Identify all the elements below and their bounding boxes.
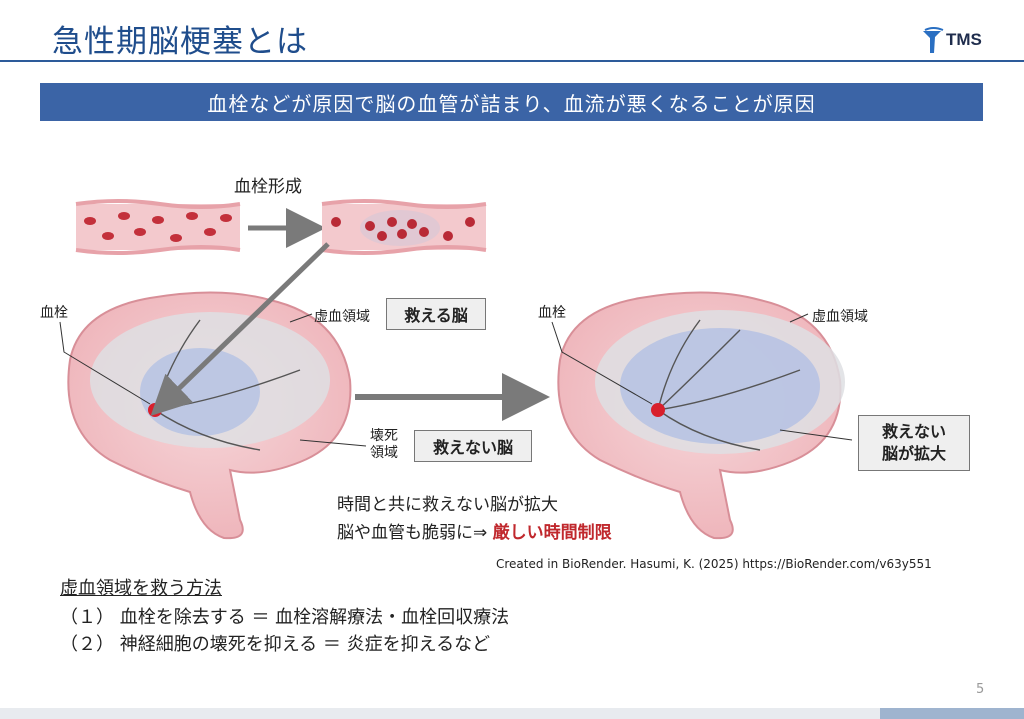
thrombus-label-left: 血栓 [40, 305, 68, 321]
methods-section: 虚血領域を救う方法 （１） 血栓を除去する ＝ 血栓溶解療法・血栓回収療法 （２… [60, 575, 509, 658]
vessel-normal [75, 199, 241, 255]
method-item-1: （１） 血栓を除去する ＝ 血栓溶解療法・血栓回収療法 [60, 607, 510, 628]
necrosis-label: 壊死 領域 [370, 428, 398, 461]
headline-banner: 血栓などが原因で脳の血管が詰まり、血流が悪くなることが原因 [40, 83, 983, 121]
footer-accent [880, 708, 1024, 719]
note-line-2: 脳や血管も脆弱に⇒ 厳しい時間制限 [337, 523, 612, 543]
brain-right [557, 291, 845, 540]
note-line-1: 時間と共に救えない脳が拡大 [337, 495, 558, 515]
vessel-clot [321, 199, 487, 255]
expanded-unsalvageable-box: 救えない 脳が拡大 [858, 415, 970, 471]
unsalvageable-brain-box: 救えない脳 [414, 430, 532, 462]
logo-text: TMS [946, 30, 982, 49]
tms-logo-icon [923, 27, 944, 53]
thrombus-label-right: 血栓 [538, 305, 566, 321]
thrombus-formation-label: 血栓形成 [234, 177, 302, 197]
title-rule [0, 60, 1024, 62]
ischemic-label-left: 虚血領域 [314, 309, 370, 325]
salvageable-brain-box: 救える脳 [386, 298, 486, 330]
method-item-2: （２） 神経細胞の壊死を抑える ＝ 炎症を抑えるなど [60, 634, 491, 655]
footer-bar [0, 708, 1024, 719]
ischemic-label-right: 虚血領域 [812, 309, 868, 325]
page-number: 5 [976, 682, 985, 697]
slide-title: 急性期脳梗塞とは [52, 24, 308, 60]
brain-left [67, 291, 352, 540]
figure-credit: Created in BioRender. Hasumi, K. (2025) … [496, 557, 932, 571]
time-limit-highlight: 厳しい時間制限 [492, 523, 612, 543]
methods-heading: 虚血領域を救う方法 [60, 578, 222, 599]
